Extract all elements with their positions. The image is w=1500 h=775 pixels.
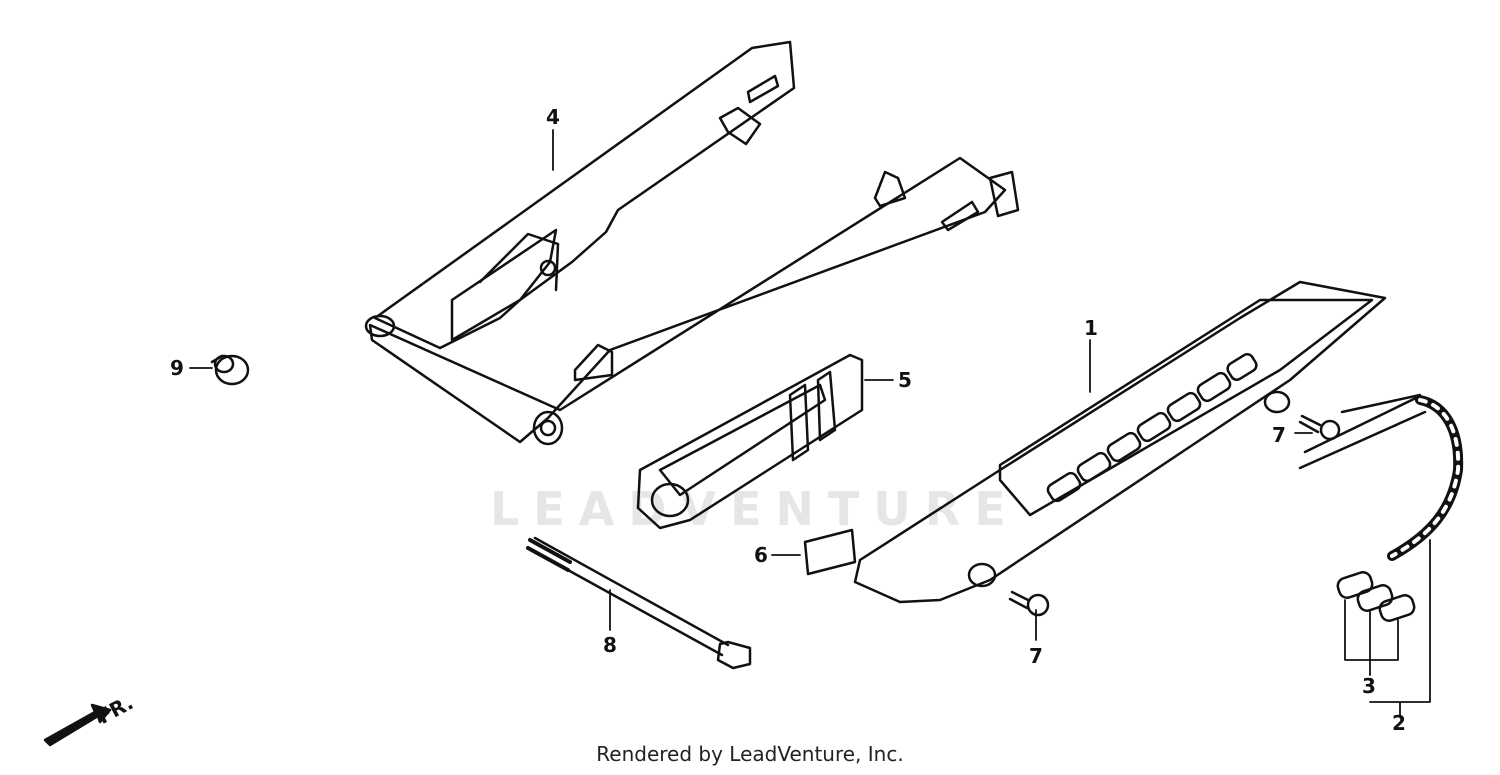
collar-part[interactable] (210, 354, 250, 386)
callout-1: 1 (1084, 316, 1098, 340)
callout-7-upper: 7 (1272, 423, 1286, 447)
pivot-bolt-part[interactable] (526, 536, 752, 670)
callout-6: 6 (754, 543, 768, 567)
swingarm-part[interactable] (364, 40, 1020, 446)
master-link-part[interactable] (1336, 570, 1417, 623)
callout-4: 4 (546, 105, 560, 129)
front-direction-icon (43, 703, 112, 747)
bolt-lower-part[interactable] (1008, 590, 1050, 617)
drive-chain-part[interactable] (1298, 393, 1464, 561)
bolt-upper-part[interactable] (1298, 414, 1341, 441)
chain-slider-part[interactable] (636, 353, 864, 530)
callout-7-lower: 7 (1029, 644, 1043, 668)
callout-2: 2 (1392, 711, 1406, 735)
label-part[interactable] (803, 528, 857, 576)
callout-8: 8 (603, 633, 617, 657)
callout-9: 9 (170, 356, 184, 380)
watermark: LEADVENTURE (490, 482, 1020, 536)
callout-5: 5 (898, 368, 912, 392)
callout-3: 3 (1362, 674, 1376, 698)
footer-credit: Rendered by LeadVenture, Inc. (596, 742, 904, 766)
chain-case-part[interactable] (853, 280, 1387, 604)
